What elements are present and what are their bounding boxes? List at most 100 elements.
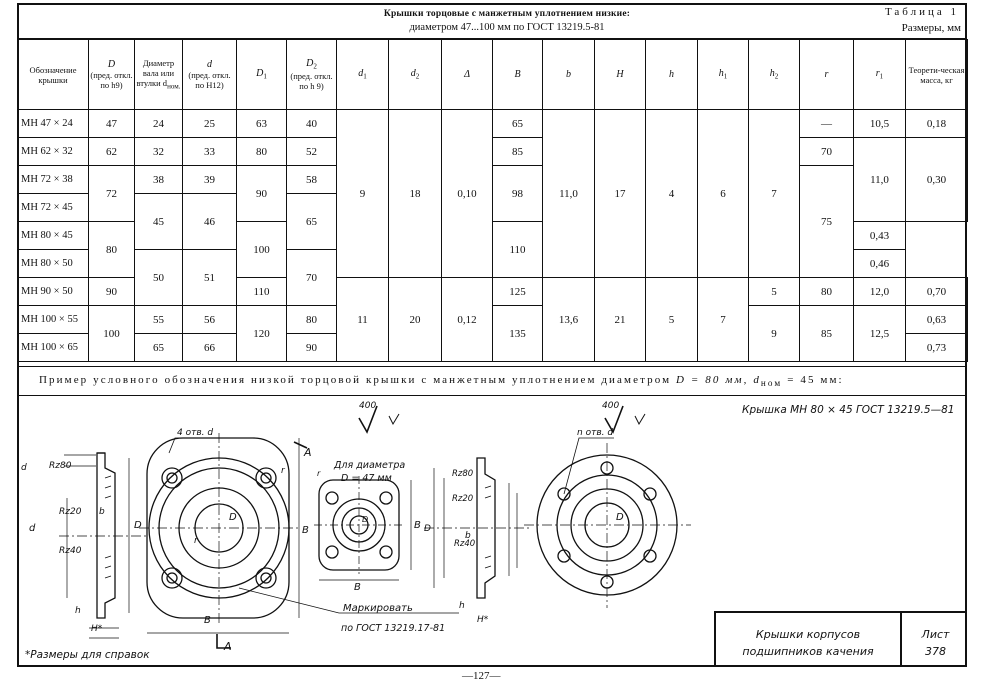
col-D2: D2(пред. откл. по h 9): [286, 39, 337, 110]
table-row: МН 47 × 24 47 24 25 63 40 9 18 0,10 65 1…: [17, 109, 968, 278]
title-line-1: Крышки торцовые с манжетным уплотнением …: [383, 9, 631, 19]
cell-designation: МН 62 × 32: [17, 137, 89, 166]
cell-mass: 0,73: [905, 333, 968, 362]
cell-d1: 9: [336, 109, 389, 278]
cell-h: 4: [645, 109, 698, 278]
cell-B: 125: [492, 277, 543, 306]
cell-d: 66: [182, 333, 237, 362]
cell-D: 47: [88, 109, 135, 138]
label-d47: D = 47 мм: [341, 473, 392, 484]
title-block-name: Крышки корпусов подшипников качения: [716, 613, 902, 667]
example-dnom-sub: ном: [760, 378, 783, 389]
cell-mass: 0,43: [853, 221, 906, 250]
cell-h2: 7: [748, 109, 800, 278]
label-section-A-bottom: A: [223, 640, 232, 653]
cell-designation: МН 47 × 24: [17, 109, 89, 138]
page-number: —127—: [462, 670, 501, 682]
label-holes-n: n отв. d: [577, 428, 613, 438]
cell-B: 85: [492, 137, 543, 166]
cell-d2: 20: [388, 277, 442, 362]
cell-d1: 11: [336, 277, 389, 362]
roughness-mark-1: 400: [358, 401, 400, 434]
cell-shaft: 24: [134, 109, 183, 138]
cell-designation: МН 80 × 50: [17, 249, 89, 278]
small-square-view: Для диаметра D = 47 мм B B D r: [314, 460, 421, 593]
cell-D: 90: [88, 277, 135, 306]
label-r1-small: r: [317, 469, 321, 478]
cell-D1: 100: [236, 221, 287, 278]
cell-designation: МН 72 × 45: [17, 193, 89, 222]
cell-D2: 40: [286, 109, 337, 138]
cell-d: 46: [182, 193, 237, 250]
col-delta: Δ: [441, 39, 493, 110]
technical-drawing: d Rz80 Rz20 Rz40 d D b h H* 4 отв. d D B…: [21, 401, 691, 653]
table-row: МН 72 × 38 72 38 39 90 58 98 75: [17, 165, 968, 278]
label-B-vert: B: [302, 525, 309, 536]
cell-mass: 0,30: [905, 137, 968, 222]
col-r: r: [799, 39, 854, 110]
cell-d: 25: [182, 109, 237, 138]
label-rz40-2: Rz40: [454, 539, 475, 549]
cell-shaft: 32: [134, 137, 183, 166]
label-rz20-2: Rz20: [452, 494, 473, 504]
cell-designation: МН 90 × 50: [17, 277, 89, 306]
table-number: Таблица 1: [884, 6, 959, 18]
label-r1: r: [281, 466, 286, 476]
col-d2: d2: [388, 39, 442, 110]
cell-b: 11,0: [542, 109, 595, 278]
cell-delta: 0,12: [441, 277, 493, 362]
col-designation: Обозначение крышки: [17, 39, 89, 110]
cell-D1: 63: [236, 109, 287, 138]
reference-footnote: *Размеры для справок: [25, 649, 150, 661]
label-for-diameter: Для диаметра: [333, 460, 405, 471]
cell-r: 75: [799, 165, 854, 278]
designation-example-row: Пример условного обозначения низкой торц…: [17, 366, 967, 396]
col-r1: r1: [853, 39, 906, 110]
cell-D1: 110: [236, 277, 287, 306]
title-block-name-line-2: подшипников качения: [742, 645, 874, 658]
table-row: МН 100 × 55 100 55 56 120 80 135 9 85 12…: [17, 305, 968, 362]
cell-r: 80: [799, 277, 854, 306]
label-D1-small: D: [362, 515, 368, 524]
cell-D2: 70: [286, 249, 337, 306]
cell-D: 62: [88, 137, 135, 166]
label-B-small: B: [354, 582, 361, 593]
cell-mass: 0,46: [853, 249, 906, 278]
label-D1-round: D: [616, 512, 624, 523]
cell-delta: 0,10: [441, 109, 493, 278]
cell-designation: МН 100 × 65: [17, 333, 89, 362]
cell-D1: 80: [236, 137, 287, 166]
col-B: B: [492, 39, 543, 110]
col-h2: h2: [748, 39, 800, 110]
cell-r1: 10,5: [853, 109, 906, 138]
units-label: Размеры, мм: [901, 22, 961, 34]
sheet-label: Лист: [921, 628, 950, 641]
roughness-value-2: 400: [602, 401, 619, 411]
table-row: МН 100 × 65 65 66 90 0,73: [17, 333, 968, 362]
col-D: D(пред. откл. по h9): [88, 39, 135, 110]
dimensions-table: Обозначение крышки D(пред. откл. по h9) …: [17, 39, 968, 362]
cell-d: 39: [182, 165, 237, 194]
col-b: b: [542, 39, 595, 110]
cell-shaft: 38: [134, 165, 183, 194]
label-section-A-top: A: [303, 446, 312, 459]
table-title: Крышки торцовые с манжетным уплотнением …: [317, 7, 697, 35]
cell-r1: 11,0: [853, 137, 906, 222]
front-view-square-flange: 4 отв. d D B B r r A A: [139, 428, 312, 653]
cell-r: 70: [799, 137, 854, 166]
cell-mass: 0,18: [905, 109, 968, 138]
cell-B: 98: [492, 165, 543, 222]
example-dnom-value: = 45 мм:: [787, 374, 844, 386]
cell-d: 51: [182, 249, 237, 306]
title-block: Крышки корпусов подшипников качения Лист…: [714, 611, 967, 667]
front-view-round-flange: n отв. d D: [524, 428, 691, 608]
label-H: H*: [91, 624, 103, 634]
cell-mass: 0,70: [905, 277, 968, 306]
cell-H: 17: [594, 109, 646, 278]
cell-shaft: 55: [134, 305, 183, 334]
side-section-view-2: D Rz80 Rz20 Rz40 h H* b: [424, 457, 529, 625]
example-dnom-label: d: [753, 374, 761, 386]
side-section-view-1: d Rz80 Rz20 Rz40 d D b h H*: [21, 452, 149, 639]
table-header-row: Обозначение крышки D(пред. откл. по h9) …: [17, 39, 968, 110]
label-b-2: b: [465, 531, 471, 541]
